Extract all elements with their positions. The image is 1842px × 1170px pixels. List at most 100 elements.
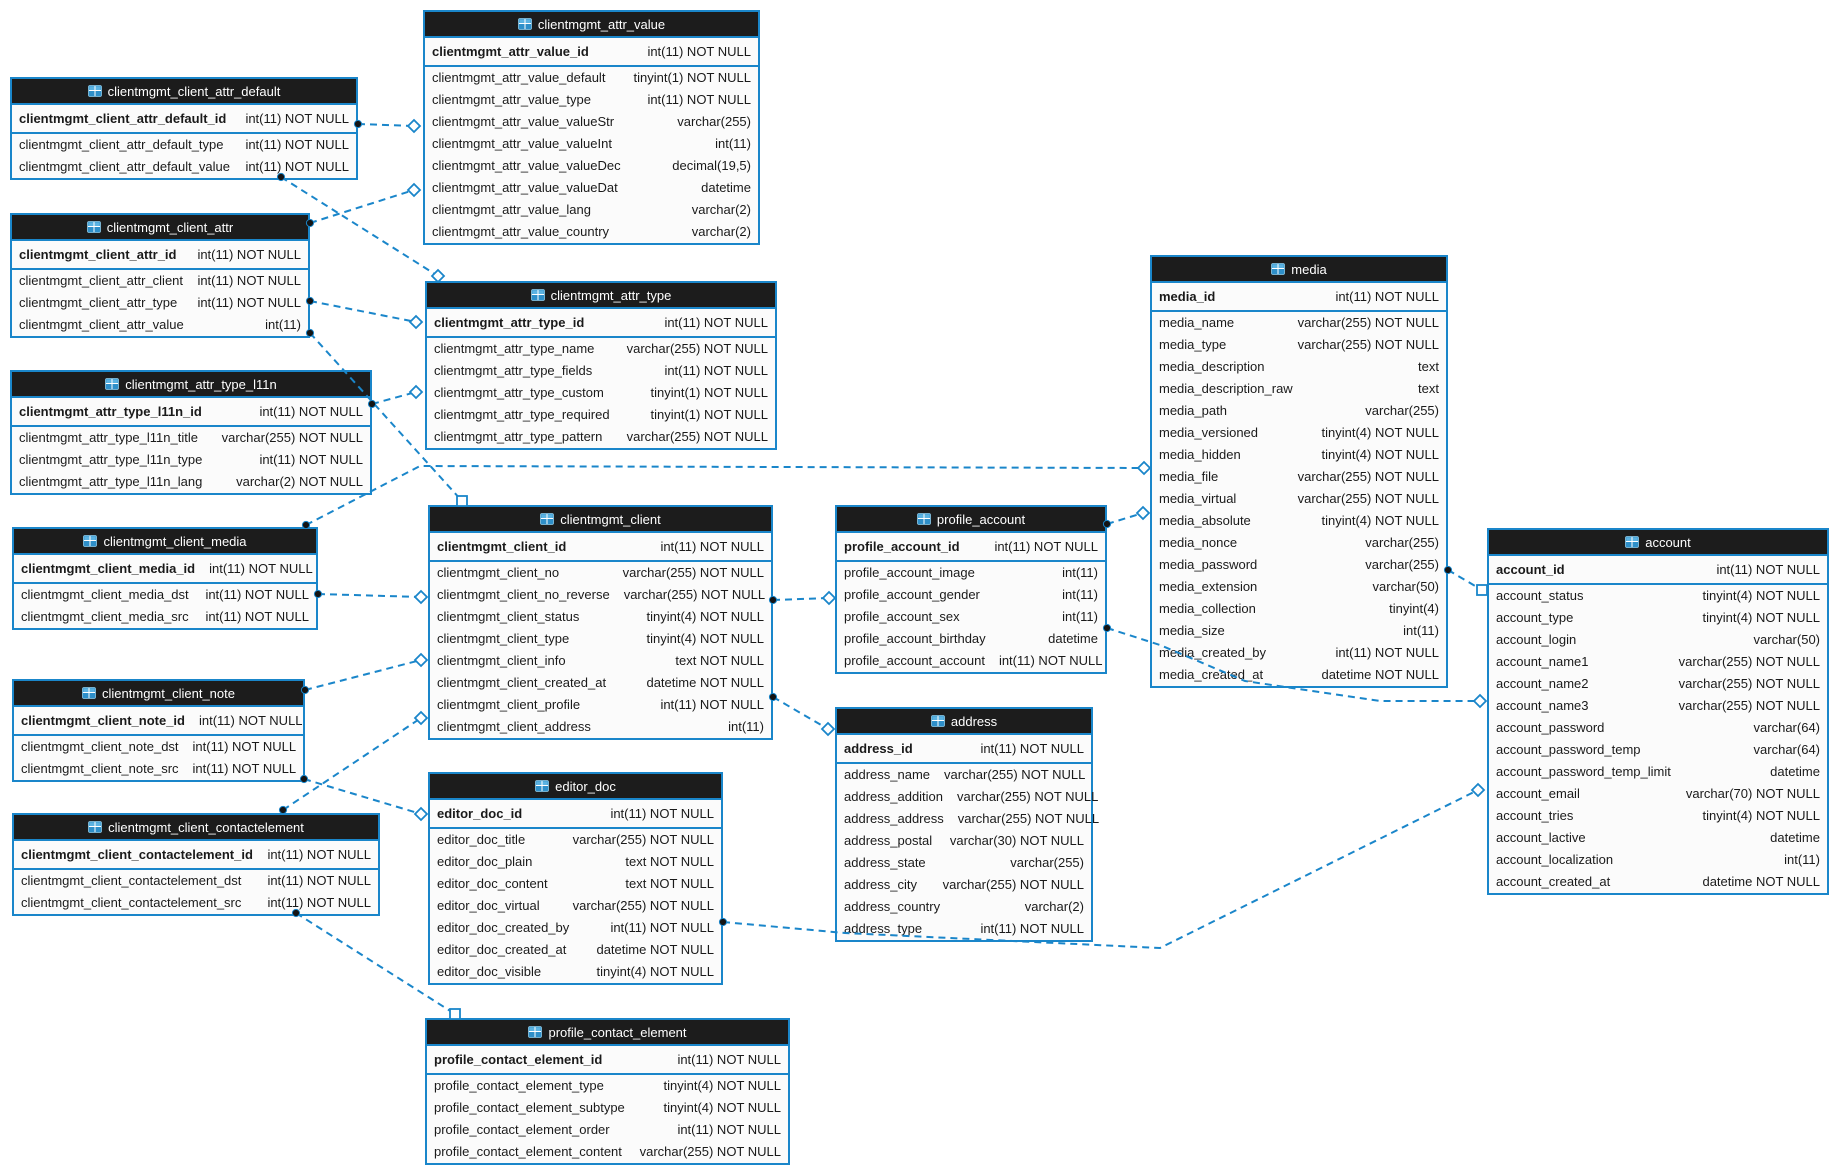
column-row[interactable]: account_password varchar(64) bbox=[1489, 717, 1827, 739]
column-row[interactable]: editor_doc_created_at datetime NOT NULL bbox=[430, 939, 721, 961]
column-row[interactable]: clientmgmt_attr_type_custom tinyint(1) N… bbox=[427, 382, 775, 404]
column-row[interactable]: address_country varchar(2) bbox=[837, 896, 1091, 918]
table-account[interactable]: account account_id int(11) NOT NULL acco… bbox=[1487, 528, 1829, 895]
column-row[interactable]: address_addition varchar(255) NOT NULL bbox=[837, 786, 1098, 808]
column-row[interactable]: media_description text bbox=[1152, 356, 1446, 378]
pk-row[interactable]: clientmgmt_attr_type_l11n_id int(11) NOT… bbox=[12, 398, 370, 427]
table-header[interactable]: profile_account bbox=[837, 507, 1105, 533]
pk-row[interactable]: clientmgmt_client_attr_default_id int(11… bbox=[12, 105, 356, 134]
table-header[interactable]: clientmgmt_client_contactelement bbox=[14, 815, 378, 841]
column-row[interactable]: editor_doc_plain text NOT NULL bbox=[430, 851, 721, 873]
table-media[interactable]: media media_id int(11) NOT NULL media_na… bbox=[1150, 255, 1448, 688]
column-row[interactable]: media_hidden tinyint(4) NOT NULL bbox=[1152, 444, 1446, 466]
column-row[interactable]: media_type varchar(255) NOT NULL bbox=[1152, 334, 1446, 356]
table-profile_account[interactable]: profile_account profile_account_id int(1… bbox=[835, 505, 1107, 674]
column-row[interactable]: address_type int(11) NOT NULL bbox=[837, 918, 1091, 940]
column-row[interactable]: account_email varchar(70) NOT NULL bbox=[1489, 783, 1827, 805]
column-row[interactable]: media_created_at datetime NOT NULL bbox=[1152, 664, 1446, 686]
table-header[interactable]: media bbox=[1152, 257, 1446, 283]
relationship-line[interactable] bbox=[1447, 569, 1483, 591]
column-row[interactable]: clientmgmt_attr_value_type int(11) NOT N… bbox=[425, 89, 758, 111]
pk-row[interactable]: account_id int(11) NOT NULL bbox=[1489, 556, 1827, 585]
column-row[interactable]: media_extension varchar(50) bbox=[1152, 576, 1446, 598]
column-row[interactable]: media_created_by int(11) NOT NULL bbox=[1152, 642, 1446, 664]
column-row[interactable]: profile_contact_element_type tinyint(4) … bbox=[427, 1075, 788, 1097]
column-row[interactable]: media_description_raw text bbox=[1152, 378, 1446, 400]
table-header[interactable]: clientmgmt_client_attr_default bbox=[12, 79, 356, 105]
table-clientmgmt_attr_type[interactable]: clientmgmt_attr_type clientmgmt_attr_typ… bbox=[425, 281, 777, 450]
column-row[interactable]: clientmgmt_client_attr_value int(11) bbox=[12, 314, 308, 336]
table-clientmgmt_attr_type_l11n[interactable]: clientmgmt_attr_type_l11n clientmgmt_att… bbox=[10, 370, 372, 495]
connector-clientmgmt_client_media--clientmgmt_client[interactable] bbox=[313, 589, 429, 605]
table-header[interactable]: clientmgmt_client_attr bbox=[12, 215, 308, 241]
column-row[interactable]: address_state varchar(255) bbox=[837, 852, 1091, 874]
column-row[interactable]: account_password_temp_limit datetime bbox=[1489, 761, 1827, 783]
column-row[interactable]: clientmgmt_attr_type_l11n_type int(11) N… bbox=[12, 449, 370, 471]
relationship-line[interactable] bbox=[357, 123, 415, 127]
pk-row[interactable]: editor_doc_id int(11) NOT NULL bbox=[430, 800, 721, 829]
pk-row[interactable]: clientmgmt_client_note_id int(11) NOT NU… bbox=[14, 707, 303, 736]
column-row[interactable]: profile_account_birthday datetime bbox=[837, 628, 1105, 650]
column-row[interactable]: clientmgmt_client_contactelement_dst int… bbox=[14, 870, 378, 892]
pk-row[interactable]: clientmgmt_client_media_id int(11) NOT N… bbox=[14, 555, 316, 584]
table-clientmgmt_client_contactelement[interactable]: clientmgmt_client_contactelement clientm… bbox=[12, 813, 380, 916]
column-row[interactable]: clientmgmt_client_note_dst int(11) NOT N… bbox=[14, 736, 303, 758]
column-row[interactable]: editor_doc_content text NOT NULL bbox=[430, 873, 721, 895]
relationship-line[interactable] bbox=[1106, 512, 1144, 525]
table-clientmgmt_client_media[interactable]: clientmgmt_client_media clientmgmt_clien… bbox=[12, 527, 318, 630]
table-clientmgmt_client_attr[interactable]: clientmgmt_client_attr clientmgmt_client… bbox=[10, 213, 310, 338]
column-row[interactable]: account_name3 varchar(255) NOT NULL bbox=[1489, 695, 1827, 717]
table-header[interactable]: clientmgmt_attr_type_l11n bbox=[12, 372, 370, 398]
column-row[interactable]: media_size int(11) bbox=[1152, 620, 1446, 642]
column-row[interactable]: profile_account_image int(11) bbox=[837, 562, 1105, 584]
pk-row[interactable]: profile_account_id int(11) NOT NULL bbox=[837, 533, 1105, 562]
column-row[interactable]: media_path varchar(255) bbox=[1152, 400, 1446, 422]
column-row[interactable]: editor_doc_visible tinyint(4) NOT NULL bbox=[430, 961, 721, 983]
column-row[interactable]: media_versioned tinyint(4) NOT NULL bbox=[1152, 422, 1446, 444]
table-header[interactable]: account bbox=[1489, 530, 1827, 556]
table-clientmgmt_client_note[interactable]: clientmgmt_client_note clientmgmt_client… bbox=[12, 679, 305, 782]
table-header[interactable]: clientmgmt_client_media bbox=[14, 529, 316, 555]
column-row[interactable]: clientmgmt_client_created_at datetime NO… bbox=[430, 672, 771, 694]
relationship-line[interactable] bbox=[772, 696, 829, 730]
relationship-line[interactable] bbox=[309, 189, 415, 224]
table-header[interactable]: clientmgmt_client_note bbox=[14, 681, 303, 707]
column-row[interactable]: profile_contact_element_order int(11) NO… bbox=[427, 1119, 788, 1141]
column-row[interactable]: account_login varchar(50) bbox=[1489, 629, 1827, 651]
connector-profile_account--media[interactable] bbox=[1102, 505, 1151, 529]
column-row[interactable]: account_name2 varchar(255) NOT NULL bbox=[1489, 673, 1827, 695]
column-row[interactable]: clientmgmt_client_media_src int(11) NOT … bbox=[14, 606, 316, 628]
relationship-line[interactable] bbox=[317, 593, 422, 598]
column-row[interactable]: media_file varchar(255) NOT NULL bbox=[1152, 466, 1446, 488]
connector-clientmgmt_client--address[interactable] bbox=[768, 692, 836, 737]
column-row[interactable]: account_name1 varchar(255) NOT NULL bbox=[1489, 651, 1827, 673]
column-row[interactable]: account_lactive datetime bbox=[1489, 827, 1827, 849]
column-row[interactable]: account_tries tinyint(4) NOT NULL bbox=[1489, 805, 1827, 827]
column-row[interactable]: media_virtual varchar(255) NOT NULL bbox=[1152, 488, 1446, 510]
connector-media--account[interactable] bbox=[1443, 565, 1488, 596]
connector-clientmgmt_client_attr--clientmgmt_attr_value[interactable] bbox=[305, 182, 422, 228]
column-row[interactable]: account_password_temp varchar(64) bbox=[1489, 739, 1827, 761]
column-row[interactable]: clientmgmt_client_contactelement_src int… bbox=[14, 892, 378, 914]
column-row[interactable]: clientmgmt_client_type tinyint(4) NOT NU… bbox=[430, 628, 771, 650]
relationship-line[interactable] bbox=[371, 391, 417, 405]
connector-clientmgmt_client_attr_default--clientmgmt_attr_value[interactable] bbox=[353, 118, 422, 134]
table-address[interactable]: address address_id int(11) NOT NULL addr… bbox=[835, 707, 1099, 942]
column-row[interactable]: media_nonce varchar(255) bbox=[1152, 532, 1446, 554]
column-row[interactable]: profile_account_account int(11) NOT NULL bbox=[837, 650, 1105, 672]
column-row[interactable]: media_name varchar(255) NOT NULL bbox=[1152, 312, 1446, 334]
connector-clientmgmt_client--profile_account[interactable] bbox=[768, 590, 837, 606]
column-row[interactable]: clientmgmt_client_status tinyint(4) NOT … bbox=[430, 606, 771, 628]
column-row[interactable]: media_password varchar(255) bbox=[1152, 554, 1446, 576]
pk-row[interactable]: clientmgmt_attr_type_id int(11) NOT NULL bbox=[427, 309, 775, 338]
column-row[interactable]: clientmgmt_attr_type_name varchar(255) N… bbox=[427, 338, 775, 360]
column-row[interactable]: media_absolute tinyint(4) NOT NULL bbox=[1152, 510, 1446, 532]
connector-clientmgmt_attr_type_l11n--clientmgmt_attr_type[interactable] bbox=[367, 384, 424, 409]
pk-row[interactable]: profile_contact_element_id int(11) NOT N… bbox=[427, 1046, 788, 1075]
column-row[interactable]: media_collection tinyint(4) bbox=[1152, 598, 1446, 620]
column-row[interactable]: clientmgmt_attr_value_valueDat datetime bbox=[425, 177, 758, 199]
column-row[interactable]: account_type tinyint(4) NOT NULL bbox=[1489, 607, 1827, 629]
column-row[interactable]: profile_contact_element_content varchar(… bbox=[427, 1141, 788, 1163]
column-row[interactable]: clientmgmt_client_attr_default_type int(… bbox=[12, 134, 356, 156]
pk-row[interactable]: clientmgmt_client_attr_id int(11) NOT NU… bbox=[12, 241, 308, 270]
